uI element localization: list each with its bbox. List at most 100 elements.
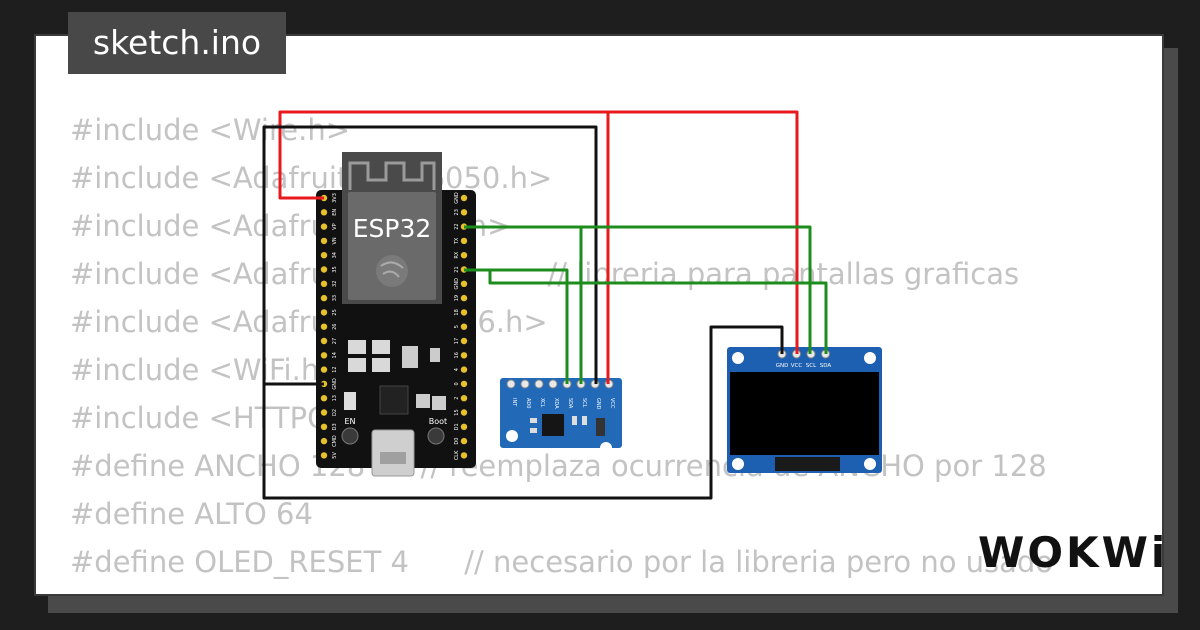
esp32-pin[interactable]: [320, 209, 328, 216]
mpu6050-pin-label: SDA: [567, 398, 573, 409]
esp32-pin[interactable]: [320, 395, 328, 402]
ground-wire[interactable]: [262, 325, 784, 500]
esp32-pin[interactable]: [460, 237, 468, 245]
esp32-pin[interactable]: [320, 237, 328, 245]
mpu6050-chip: [542, 414, 564, 436]
mpu6050-pin-label: GND: [595, 398, 601, 410]
esp32-pin-label: 5V: [332, 452, 338, 459]
esp32-pin-label: D0: [454, 438, 460, 445]
oled-pin-label: VCC: [791, 363, 803, 369]
power-wire[interactable]: [608, 110, 799, 354]
mpu6050-pin-label: XCL: [539, 398, 545, 408]
esp32-pin-label: 13: [332, 395, 338, 401]
esp32-pin-label: 25: [332, 309, 338, 315]
signal-wire[interactable]: [581, 225, 812, 354]
esp32-pin-label: D2: [332, 409, 338, 416]
esp32-pin[interactable]: [460, 323, 468, 330]
esp32-pin-label: 2: [454, 397, 460, 400]
esp32-pin[interactable]: [320, 452, 328, 459]
esp32-pin[interactable]: [320, 323, 328, 330]
esp32-pin-label: 33: [332, 295, 338, 301]
mpu6050-pin[interactable]: [534, 379, 544, 389]
esp32-pin-label: 14: [332, 352, 338, 358]
esp32-pin[interactable]: [460, 194, 468, 202]
esp32-pin[interactable]: [460, 380, 468, 388]
esp32-board[interactable]: ESP32 EN Boot 3V3ENVPVN34353233252627141…: [316, 152, 476, 477]
power-wire[interactable]: [278, 110, 610, 384]
mpu6050-pin[interactable]: [520, 379, 530, 389]
esp32-pin-label: 4: [454, 368, 460, 371]
esp32-pin-label: RX: [454, 251, 460, 258]
esp32-pin-label: TX: [454, 237, 460, 245]
esp32-pin-label: 22: [454, 223, 460, 229]
boot-button[interactable]: [427, 427, 445, 445]
esp32-pin-label: 35: [332, 266, 338, 272]
esp32-pin-label: D3: [332, 423, 338, 430]
esp32-pin[interactable]: [320, 423, 328, 430]
signal-wire[interactable]: [464, 268, 569, 384]
esp32-pin-label: 27: [332, 338, 338, 344]
esp32-pin-label: CLK: [454, 450, 460, 460]
esp32-pin-label: 12: [332, 366, 338, 372]
oled-pin-label: GND: [776, 363, 789, 369]
esp32-pin[interactable]: [460, 395, 468, 402]
esp32-pin[interactable]: [460, 209, 468, 216]
esp32-label: ESP32: [353, 214, 432, 243]
esp32-pin-label: CMD: [332, 435, 338, 447]
esp32-pin[interactable]: [320, 294, 328, 302]
esp32-pin[interactable]: [320, 352, 328, 359]
esp32-pin[interactable]: [320, 337, 328, 345]
esp32-pin[interactable]: [320, 280, 328, 287]
esp32-pin-label: 16: [454, 352, 460, 358]
esp32-pin-label: 15: [454, 409, 460, 415]
esp32-pin[interactable]: [320, 309, 328, 316]
esp32-pin[interactable]: [460, 423, 468, 430]
esp32-pin-label: 32: [332, 281, 338, 287]
esp32-pin-label: 3V3: [332, 193, 338, 203]
en-button[interactable]: [341, 427, 359, 445]
signal-wire[interactable]: [464, 225, 583, 384]
boot-label: Boot: [429, 417, 447, 426]
esp32-pin-label: 18: [454, 309, 460, 315]
esp32-pin[interactable]: [460, 309, 468, 316]
esp32-pin-label: VP: [332, 223, 338, 229]
esp32-pin[interactable]: [320, 266, 328, 273]
mpu6050-pin[interactable]: [548, 379, 558, 389]
wokwi-logo: WOKWi: [978, 528, 1169, 577]
esp32-pin[interactable]: [320, 437, 328, 445]
mpu6050-pin[interactable]: [506, 379, 516, 389]
esp32-pin[interactable]: [460, 437, 468, 445]
esp32-pin[interactable]: [320, 252, 328, 259]
esp32-pin[interactable]: [460, 294, 468, 302]
esp32-pin-label: 23: [454, 209, 460, 215]
esp32-pin[interactable]: [460, 280, 468, 287]
esp32-pin-label: 0: [454, 382, 460, 385]
esp32-pin[interactable]: [460, 252, 468, 259]
esp32-left-pins: 3V3ENVPVN343532332526271412GND13D2D3CMD5…: [320, 193, 338, 459]
ground-wire[interactable]: [262, 125, 598, 386]
oled-screen: [730, 372, 879, 455]
esp32-pin[interactable]: [320, 223, 328, 230]
esp32-pin-label: GND: [332, 378, 338, 390]
esp32-pin[interactable]: [320, 409, 328, 416]
esp32-pin[interactable]: [460, 409, 468, 416]
preview-card: #include <Wire.h> #include <Adafruit_MPU…: [34, 34, 1164, 596]
esp32-pin-label: EN: [332, 209, 338, 216]
mpu6050-pin-label: AD0: [525, 398, 531, 408]
oled-pin-label: SCL: [806, 363, 817, 369]
esp32-pin[interactable]: [460, 337, 468, 345]
esp32-pin-label: VN: [332, 237, 338, 244]
esp32-pin[interactable]: [320, 366, 328, 373]
mpu6050-pin-label: XDA: [553, 398, 559, 409]
esp32-pin-label: GND: [454, 278, 460, 290]
esp32-pin[interactable]: [460, 452, 468, 459]
esp32-pin[interactable]: [460, 366, 468, 373]
file-tab[interactable]: sketch.ino: [68, 12, 286, 74]
signal-wire[interactable]: [488, 270, 828, 354]
esp32-pin[interactable]: [460, 352, 468, 359]
